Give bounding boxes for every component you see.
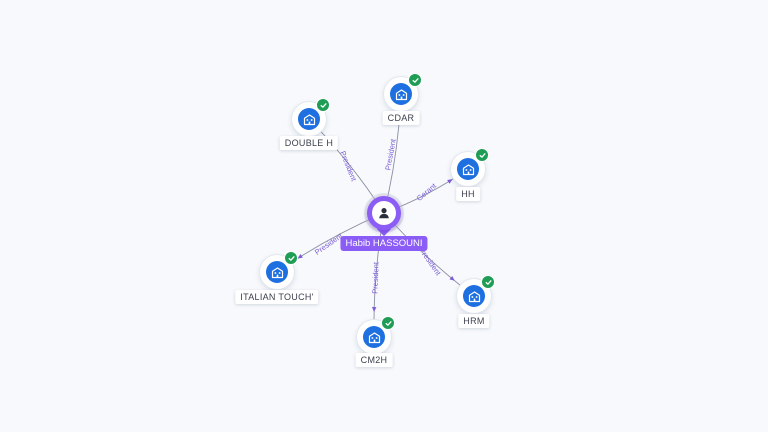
company-node-cdar[interactable]	[384, 73, 422, 111]
edge-arrow-hrm	[449, 275, 455, 281]
person-icon	[372, 201, 396, 225]
company-building-icon	[266, 261, 288, 283]
company-building-icon	[457, 158, 479, 180]
company-building-icon	[463, 285, 485, 307]
company-node-hh[interactable]	[451, 148, 489, 186]
company-building-icon	[363, 326, 385, 348]
edge-arrow-cm2h	[371, 307, 377, 313]
verified-check-icon	[481, 275, 495, 289]
company-node-italian-touch[interactable]	[260, 251, 298, 289]
company-node-cm2h[interactable]	[357, 316, 395, 354]
company-label-hrm[interactable]: HRM	[458, 314, 490, 328]
company-label-double-h[interactable]: DOUBLE H	[279, 136, 339, 150]
company-label-cm2h[interactable]: CM2H	[355, 353, 393, 367]
person-name-label[interactable]: Habib HASSOUNI	[340, 236, 428, 251]
company-label-hh[interactable]: HH	[456, 187, 480, 201]
edge-arrow-hh	[447, 179, 453, 184]
edge-label-double-h: President	[338, 150, 359, 184]
company-label-cdar[interactable]: CDAR	[382, 111, 420, 125]
verified-check-icon	[408, 73, 422, 87]
person-node[interactable]	[367, 196, 401, 230]
company-node-double-h[interactable]	[292, 98, 330, 136]
verified-check-icon	[381, 316, 395, 330]
verified-check-icon	[475, 148, 489, 162]
verified-check-icon	[284, 251, 298, 265]
company-building-icon	[298, 108, 320, 130]
company-node-hrm[interactable]	[457, 275, 495, 313]
company-label-italian-touch[interactable]: ITALIAN TOUCH'	[235, 290, 319, 304]
edge-arrow-italian-touch	[297, 254, 303, 259]
edge-label-cm2h: President	[370, 261, 380, 294]
company-building-icon	[390, 83, 412, 105]
verified-check-icon	[316, 98, 330, 112]
edge-label-hh: Gerant	[415, 181, 439, 203]
